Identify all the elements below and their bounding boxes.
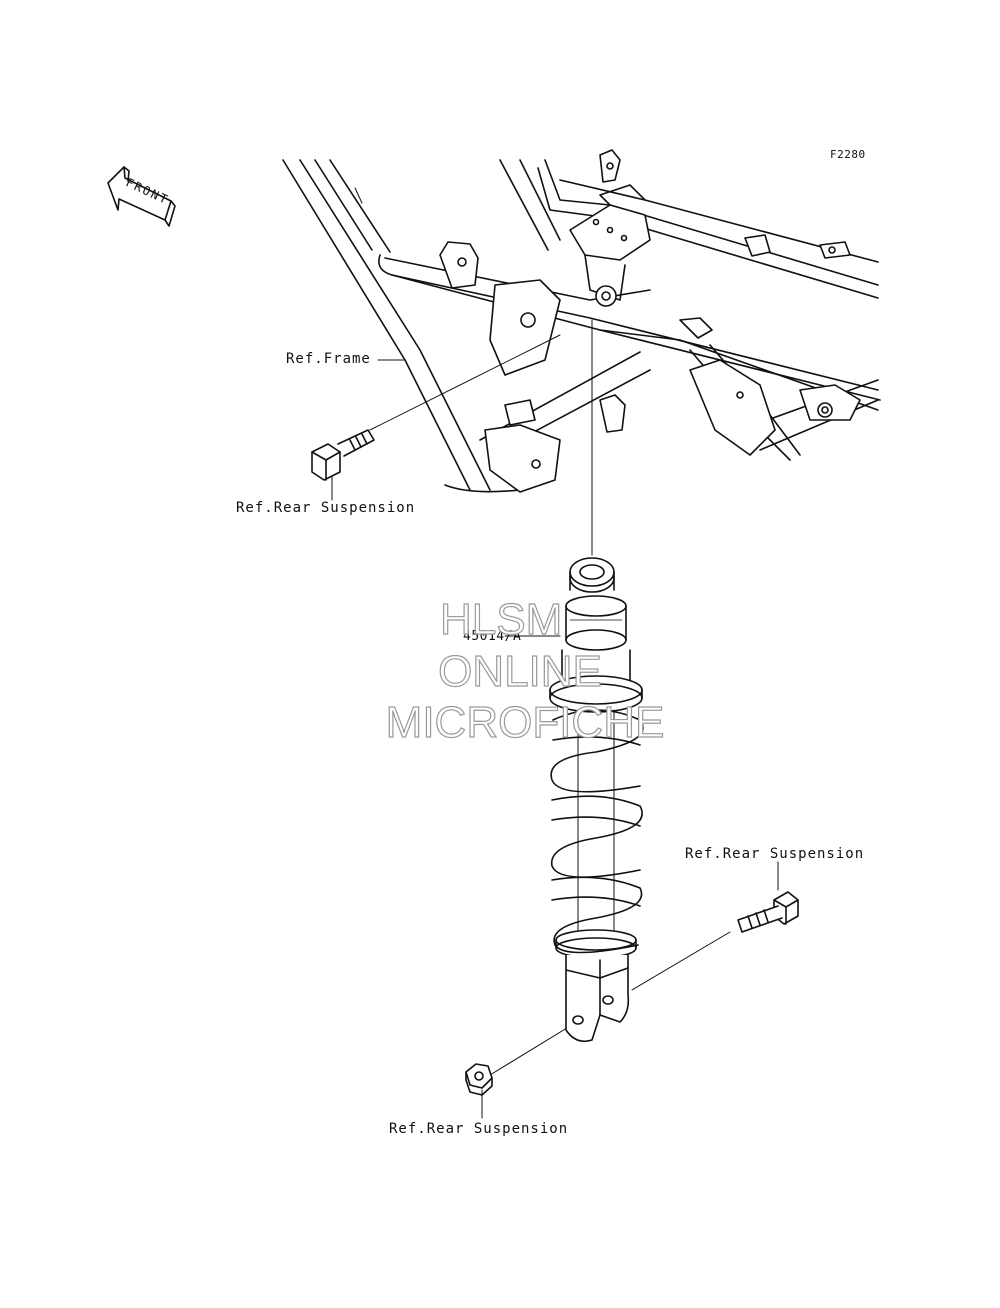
label-ref-rear-suspension-upper: Ref.Rear Suspension	[236, 500, 416, 516]
label-ref-frame: Ref.Frame	[286, 351, 371, 367]
frame-drawing	[282, 149, 881, 493]
watermark-line-3: MICROFICHE	[385, 697, 665, 747]
nut-drawing	[465, 1063, 493, 1096]
label-ref-rear-suspension-lower-bolt: Ref.Rear Suspension	[685, 846, 865, 862]
lower-bolt-drawing	[737, 891, 799, 933]
upper-bolt-drawing	[311, 429, 375, 481]
watermark-line-1: HLSM	[439, 594, 563, 644]
front-arrow-icon: FRONT	[107, 166, 176, 227]
figure-code: F2280	[830, 148, 866, 161]
watermark-line-2: ONLINE	[437, 646, 602, 696]
label-ref-rear-suspension-nut: Ref.Rear Suspension	[389, 1121, 569, 1137]
shock-absorber-drawing	[549, 557, 644, 1043]
part-number-label: 45014/A	[463, 629, 522, 644]
